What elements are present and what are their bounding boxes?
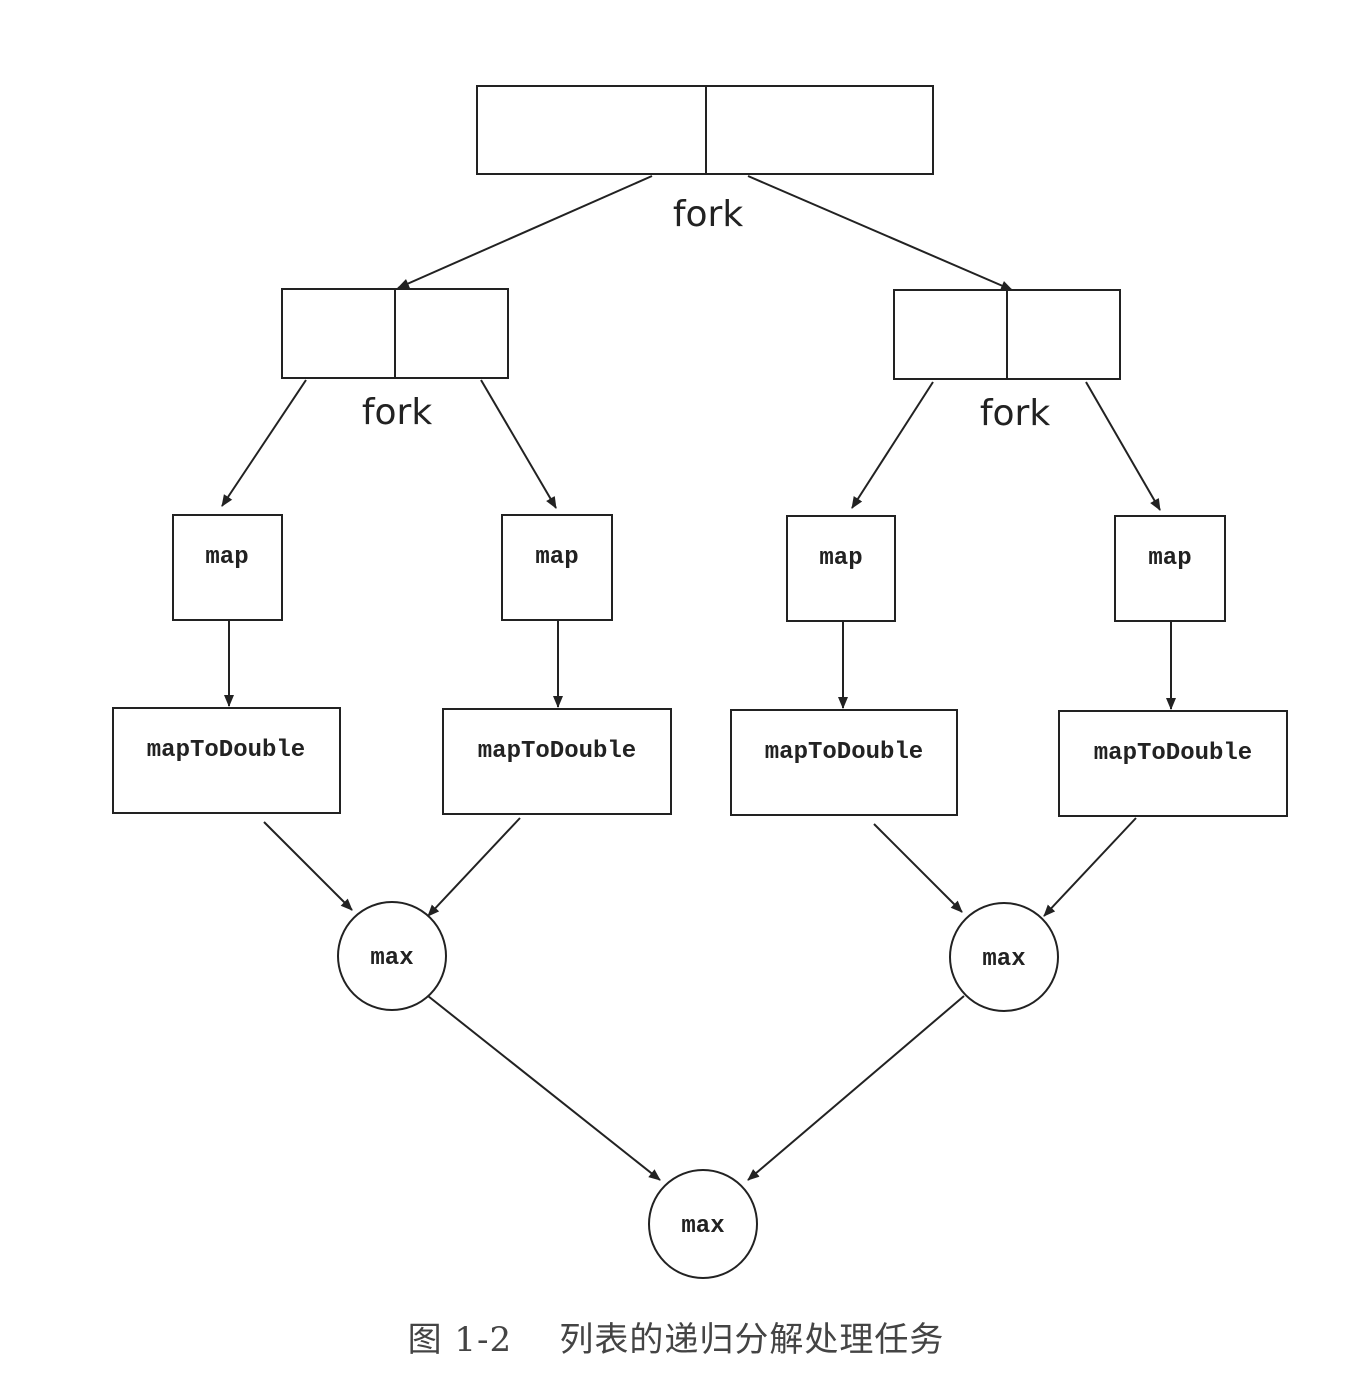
- map-to-double-node-4: mapToDouble: [1058, 710, 1288, 817]
- edge-right-split-to-map-3: [851, 381, 934, 509]
- edge-root-to-left-split: [397, 175, 653, 289]
- map-to-double-label: mapToDouble: [147, 737, 305, 764]
- max-node-final: max: [648, 1169, 758, 1279]
- caption-gap: [512, 1320, 559, 1360]
- edge-left-split-to-map-1: [221, 379, 307, 507]
- map-to-double-label: mapToDouble: [765, 739, 923, 766]
- right-split-box: [893, 289, 1121, 380]
- max-node-left: max: [337, 901, 447, 1011]
- root-split-box: [476, 85, 934, 175]
- fork-join-diagram: fork fork fork map map map map map: [112, 85, 1288, 1279]
- edge-root-to-right-split: [747, 175, 1013, 291]
- left-split-box: [281, 288, 509, 379]
- edge-right-split-to-map-4: [1085, 381, 1161, 511]
- map-node-4: map: [1114, 515, 1226, 622]
- map-node-1: map: [172, 514, 283, 621]
- edge-mtd-4-to-max-right: [1043, 817, 1137, 917]
- map-node-3: map: [786, 515, 896, 622]
- edge-mtd-3-to-max-right: [873, 823, 963, 913]
- fork-label-root: fork: [673, 194, 744, 235]
- edge-mtd-1-to-max-left: [263, 821, 353, 911]
- map-to-double-node-1: mapToDouble: [112, 707, 341, 814]
- edge-max-left-to-final: [427, 995, 661, 1181]
- max-label: max: [370, 945, 413, 972]
- map-to-double-node-3: mapToDouble: [730, 709, 958, 816]
- map-to-double-node-2: mapToDouble: [442, 708, 672, 815]
- fork-label-right: fork: [980, 393, 1051, 434]
- map-label: map: [1148, 545, 1191, 572]
- map-to-double-label: mapToDouble: [478, 738, 636, 765]
- max-label: max: [982, 946, 1025, 973]
- map-to-double-label: mapToDouble: [1094, 740, 1252, 767]
- figure-title: 列表的递归分解处理任务: [559, 1320, 945, 1360]
- edge-max-right-to-final: [747, 995, 965, 1181]
- max-label: max: [681, 1213, 724, 1240]
- map-node-2: map: [501, 514, 613, 621]
- fork-label-left: fork: [362, 392, 433, 433]
- figure-number: 图 1-2: [407, 1320, 513, 1360]
- max-node-right: max: [949, 902, 1059, 1012]
- edge-left-split-to-map-2: [480, 379, 557, 509]
- map-label: map: [205, 544, 248, 571]
- edge-mtd-2-to-max-left: [427, 817, 521, 917]
- map-label: map: [819, 545, 862, 572]
- figure-caption: 图 1-2 列表的递归分解处理任务: [0, 1312, 1352, 1361]
- map-label: map: [535, 544, 578, 571]
